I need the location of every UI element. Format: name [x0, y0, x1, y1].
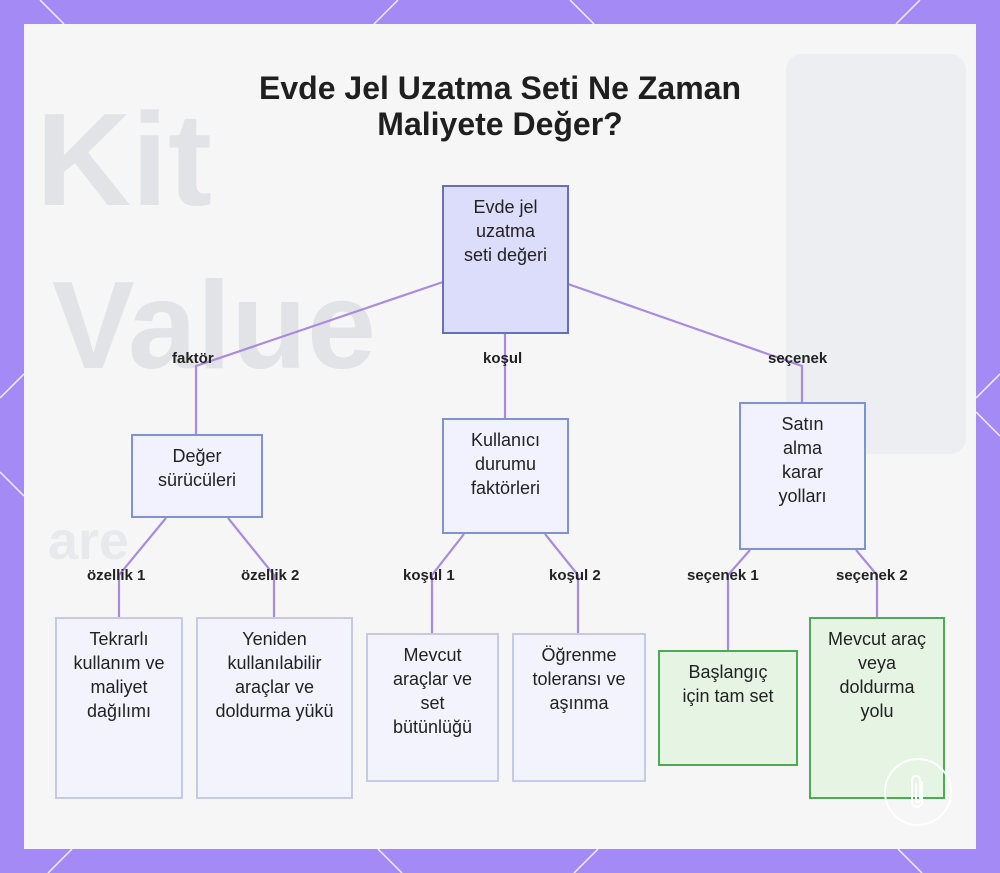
node-leaf-fullset-label: Başlangıç için tam set [682, 662, 774, 706]
edge-user-conditions-learning [544, 533, 580, 633]
background-text-are: are [48, 511, 130, 571]
edge-user-conditions-tools [430, 533, 465, 633]
node-leaf-existing-label: Mevcut araç veya doldurma yolu [827, 629, 927, 721]
edge-label-option-1: seçenek 1 [687, 567, 759, 584]
node-leaf-learning: Öğrenme toleransı ve aşınma [512, 633, 646, 782]
node-leaf-learning-label: Öğrenme toleransı ve aşınma [532, 645, 626, 713]
node-purchase-paths-label: Satın alma karar yolları [778, 414, 827, 506]
node-leaf-tools-label: Mevcut araçlar ve set bütünlüğü [392, 645, 473, 737]
node-leaf-refill: Yeniden kullanılabilir araçlar ve doldur… [196, 617, 353, 799]
node-leaf-tools: Mevcut araçlar ve set bütünlüğü [366, 633, 499, 782]
edge-root-value-drivers [194, 280, 444, 434]
edge-purchase-fullset [726, 549, 751, 650]
node-root: Evde jel uzatma seti değeri [442, 185, 569, 334]
paperclip-glyph [911, 775, 923, 808]
edge-label-condition: koşul [483, 350, 523, 367]
node-leaf-reuse: Tekrarlı kullanım ve maliyet dağılımı [55, 617, 183, 799]
edge-label-feature-2: özellik 2 [241, 567, 300, 584]
edge-label-condition-1: koşul 1 [403, 567, 455, 584]
edge-purchase-existing [855, 549, 879, 617]
edge-label-option-2: seçenek 2 [836, 567, 908, 584]
node-user-conditions-label: Kullanıcı durumu faktörleri [470, 430, 541, 498]
title-line-1: Evde Jel Uzatma Seti Ne Zaman [259, 70, 741, 106]
node-leaf-reuse-label: Tekrarlı kullanım ve maliyet dağılımı [73, 629, 165, 721]
background-panel [786, 54, 966, 454]
edge-value-drivers-reuse [117, 517, 167, 617]
edge-value-drivers-refill [227, 517, 276, 617]
node-leaf-refill-label: Yeniden kullanılabilir araçlar ve doldur… [215, 629, 334, 721]
diagram-title: Evde Jel Uzatma Seti Ne Zaman Maliyete D… [0, 70, 1000, 142]
node-value-drivers-label: Değer sürücüleri [157, 446, 237, 490]
edge-label-factor: faktör [172, 350, 214, 367]
background-text-value: Value [52, 257, 376, 395]
node-user-conditions: Kullanıcı durumu faktörleri [442, 418, 569, 534]
edge-label-feature-1: özellik 1 [87, 567, 146, 584]
edge-label-option: seçenek [768, 350, 828, 367]
edge-root-purchase-paths [567, 282, 804, 402]
edge-label-condition-2: koşul 2 [549, 567, 601, 584]
node-purchase-paths: Satın alma karar yolları [739, 402, 866, 550]
background-text-kit: Kit [36, 86, 212, 233]
title-line-2: Maliyete Değer? [377, 106, 623, 142]
paperclip-icon [884, 758, 952, 826]
node-value-drivers: Değer sürücüleri [131, 434, 263, 518]
node-leaf-fullset: Başlangıç için tam set [658, 650, 798, 766]
node-root-label: Evde jel uzatma seti değeri [463, 197, 548, 265]
